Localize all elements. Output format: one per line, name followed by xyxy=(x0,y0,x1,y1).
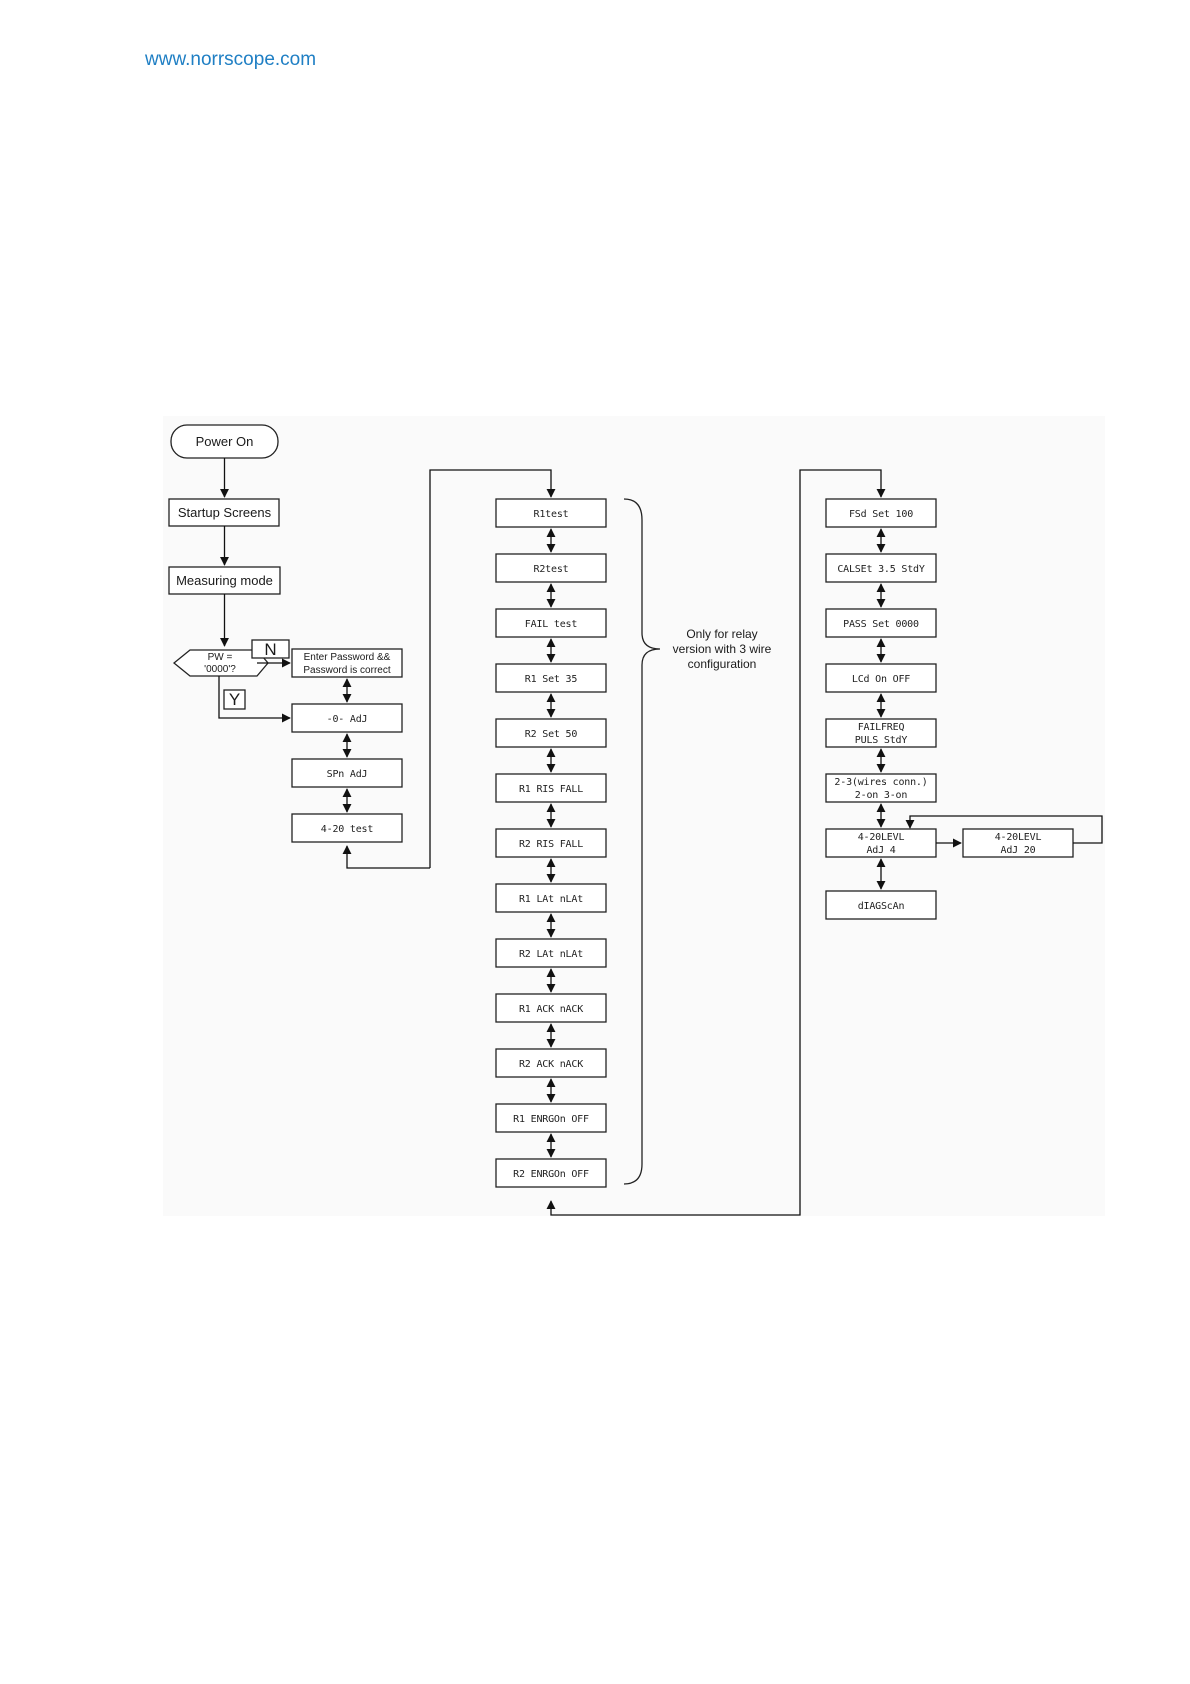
col2-label-9: R1 ACK nACK xyxy=(519,1004,583,1015)
col1-item-2: 4-20 test xyxy=(291,813,403,843)
website-link[interactable]: www.norrscope.com xyxy=(145,49,317,70)
col2-label-0: R1test xyxy=(534,509,569,520)
relay-note-line-3: configuration xyxy=(688,657,757,671)
measuring-mode-node: Measuring mode xyxy=(168,566,281,595)
col3-item-7: dIAGScAn xyxy=(825,890,937,920)
col2-label-6: R2 RIS FALL xyxy=(519,839,583,850)
relay-note-line-1: Only for relay xyxy=(686,627,757,641)
col2-label-2: FAIL test xyxy=(525,619,578,630)
col3-label-5-1: 2-on 3-on xyxy=(855,790,908,801)
col3-item-3: LCd On OFF xyxy=(825,663,937,693)
col2-label-12: R2 ENRGOn OFF xyxy=(513,1169,589,1180)
col2-label-7: R1 LAt nLAt xyxy=(519,894,583,905)
col2-item-5: R1 RIS FALL xyxy=(495,773,607,803)
col1-item-0: -0- AdJ xyxy=(291,703,403,733)
col3-label-2: PASS Set 0000 xyxy=(843,619,919,630)
col2-item-11: R1 ENRGOn OFF xyxy=(495,1103,607,1133)
yes-label: Y xyxy=(229,690,240,709)
col1-label-1: SPn AdJ xyxy=(327,769,368,780)
col3-item-0: FSd Set 100 xyxy=(825,498,937,528)
col2-label-8: R2 LAt nLAt xyxy=(519,949,583,960)
side-box-4-20-adj20: 4-20LEVL AdJ 20 xyxy=(962,828,1074,858)
enter-password-node: Enter Password && Password is correct xyxy=(291,648,403,678)
col2-label-5: R1 RIS FALL xyxy=(519,784,583,795)
col3-item-1: CALSEt 3.5 StdY xyxy=(825,553,937,583)
col1-item-1: SPn AdJ xyxy=(291,758,403,788)
col3-item-4: FAILFREQ PULS StdY xyxy=(825,718,937,748)
col2-item-6: R2 RIS FALL xyxy=(495,828,607,858)
enter-password-line-1: Enter Password && xyxy=(304,652,391,663)
col2-item-4: R2 Set 50 xyxy=(495,718,607,748)
power-on-label: Power On xyxy=(196,434,254,449)
side-box-line-2: AdJ 20 xyxy=(1001,845,1036,856)
col2-item-9: R1 ACK nACK xyxy=(495,993,607,1023)
side-box-line-1: 4-20LEVL xyxy=(995,832,1042,843)
col2-item-10: R2 ACK nACK xyxy=(495,1048,607,1078)
col2-item-0: R1test xyxy=(495,498,607,528)
col1-label-2: 4-20 test xyxy=(321,824,374,835)
col2-label-11: R1 ENRGOn OFF xyxy=(513,1114,589,1125)
col2-item-3: R1 Set 35 xyxy=(495,663,607,693)
startup-screens-label: Startup Screens xyxy=(178,505,272,520)
relay-note-line-2: version with 3 wire xyxy=(673,642,772,656)
col2-label-1: R2test xyxy=(534,564,569,575)
col3-label-1: CALSEt 3.5 StdY xyxy=(837,564,924,575)
col2-item-1: R2test xyxy=(495,553,607,583)
col3-label-4-1: PULS StdY xyxy=(855,735,908,746)
col2-item-2: FAIL test xyxy=(495,608,607,638)
col3-label-6-1: AdJ 4 xyxy=(866,845,895,856)
power-on-node: Power On xyxy=(170,424,279,459)
col3-label-7: dIAGScAn xyxy=(858,901,905,912)
col3-label-6-0: 4-20LEVL xyxy=(858,832,905,843)
measuring-mode-label: Measuring mode xyxy=(176,573,273,588)
col1-label-0: -0- AdJ xyxy=(327,714,368,725)
col3-item-5: 2-3(wires conn.) 2-on 3-on xyxy=(825,773,937,803)
no-branch-label: N xyxy=(251,639,290,659)
decision-line-2: '0000'? xyxy=(204,664,236,675)
col2-item-7: R1 LAt nLAt xyxy=(495,883,607,913)
col3-item-6: 4-20LEVL AdJ 4 xyxy=(825,828,937,858)
startup-screens-node: Startup Screens xyxy=(168,498,280,527)
decision-line-1: PW = xyxy=(208,652,233,663)
col3-label-3: LCd On OFF xyxy=(852,674,910,685)
enter-password-line-2: Password is correct xyxy=(303,665,390,676)
col3-label-0: FSd Set 100 xyxy=(849,509,913,520)
col2-label-10: R2 ACK nACK xyxy=(519,1059,583,1070)
col2-label-3: R1 Set 35 xyxy=(525,674,578,685)
col2-item-8: R2 LAt nLAt xyxy=(495,938,607,968)
yes-branch-label: Y xyxy=(223,689,246,710)
no-label: N xyxy=(264,640,276,659)
col3-label-4-0: FAILFREQ xyxy=(858,722,905,733)
col2-item-12: R2 ENRGOn OFF xyxy=(495,1158,607,1188)
col2-label-4: R2 Set 50 xyxy=(525,729,578,740)
col3-item-2: PASS Set 0000 xyxy=(825,608,937,638)
col3-label-5-0: 2-3(wires conn.) xyxy=(834,777,927,788)
